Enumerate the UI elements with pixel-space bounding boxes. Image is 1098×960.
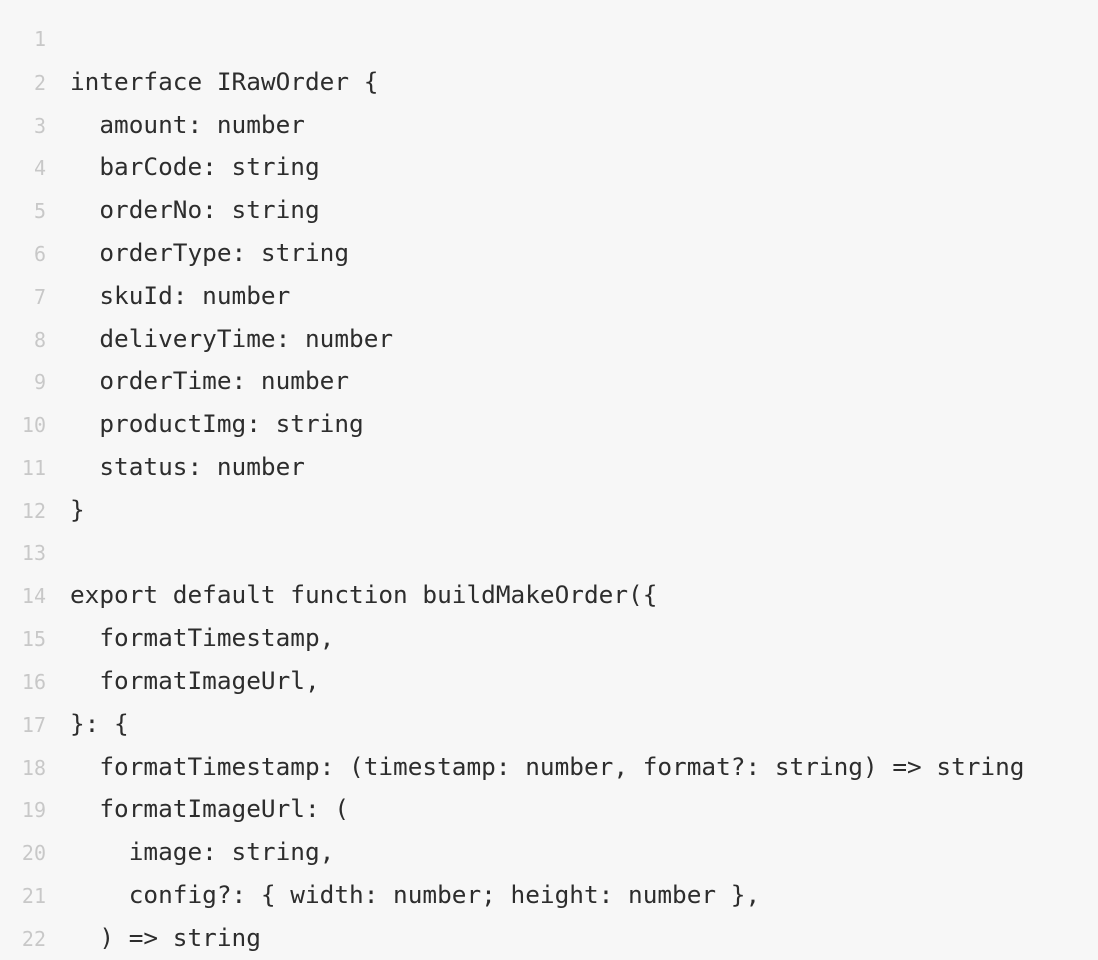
line-content[interactable]: amount: number (70, 109, 305, 139)
code-line[interactable]: 5 orderNo: string (0, 189, 1098, 232)
line-content[interactable]: orderType: string (70, 237, 350, 267)
code-line[interactable]: 19 formatImageUrl: ( (0, 788, 1098, 831)
line-content[interactable]: orderTime: number (70, 366, 350, 396)
line-content[interactable]: productImg: string (70, 409, 364, 439)
code-line[interactable]: 21 config?: { width: number; height: num… (0, 874, 1098, 917)
line-content[interactable]: config?: { width: number; height: number… (70, 879, 761, 909)
line-number: 7 (33, 284, 46, 309)
code-line[interactable]: 14 export default function buildMakeOrder… (0, 574, 1098, 617)
line-content[interactable]: orderNo: string (70, 195, 320, 225)
line-number: 22 (21, 926, 46, 951)
code-line[interactable]: 20 image: string, (0, 831, 1098, 874)
line-number: 14 (21, 584, 46, 609)
line-content[interactable]: formatImageUrl, (70, 665, 320, 695)
code-line[interactable]: 17 }: { (0, 703, 1098, 746)
code-line[interactable]: 3 amount: number (0, 104, 1098, 147)
line-number: 13 (21, 540, 46, 565)
line-number: 11 (21, 455, 46, 480)
line-content[interactable]: deliveryTime: number (70, 323, 394, 353)
line-content[interactable]: barCode: string (70, 152, 320, 182)
code-line[interactable]: 9 orderTime: number (0, 360, 1098, 403)
code-line[interactable]: 15 formatTimestamp, (0, 617, 1098, 660)
line-content[interactable]: formatTimestamp, (70, 623, 335, 653)
line-content[interactable]: status: number (70, 451, 305, 481)
code-line[interactable]: 10 productImg: string (0, 403, 1098, 446)
line-number: 21 (21, 883, 46, 908)
code-line[interactable]: 12} (0, 489, 1098, 532)
code-line[interactable]: 4 barCode: string (0, 146, 1098, 189)
line-number: 1 (33, 27, 46, 51)
line-content[interactable]: }: { (70, 708, 129, 738)
line-number: 5 (33, 199, 46, 224)
line-content[interactable]: interface IRawOrder { (70, 66, 379, 96)
code-line[interactable]: 16 formatImageUrl, (0, 660, 1098, 703)
code-line[interactable]: 13 (0, 532, 1098, 575)
code-line[interactable]: 8 deliveryTime: number (0, 318, 1098, 361)
code-line[interactable]: 11 status: number (0, 446, 1098, 489)
line-content[interactable]: export default function buildMakeOrder({ (70, 580, 658, 610)
line-content[interactable]: formatImageUrl: ( (70, 794, 350, 824)
line-number: 6 (33, 241, 46, 266)
code-line[interactable]: 6 orderType: string (0, 232, 1098, 275)
line-number: 19 (21, 798, 46, 823)
code-line[interactable]: 7 skuId: number (0, 275, 1098, 318)
line-number: 10 (21, 413, 46, 438)
line-number: 18 (21, 755, 46, 780)
line-number: 20 (21, 841, 46, 866)
code-line[interactable]: 22 ) => string (0, 917, 1098, 960)
line-number: 17 (21, 712, 46, 737)
line-content[interactable]: } (70, 494, 85, 524)
line-content[interactable]: formatTimestamp: (timestamp: number, for… (70, 751, 1025, 781)
line-number: 2 (33, 70, 46, 95)
line-number: 15 (21, 627, 46, 652)
line-number: 16 (21, 669, 46, 694)
code-line[interactable]: 18 formatTimestamp: (timestamp: number, … (0, 746, 1098, 789)
line-content[interactable]: ) => string (70, 922, 261, 952)
code-line[interactable]: 2 interface IRawOrder { (0, 61, 1098, 104)
line-number: 9 (33, 370, 46, 395)
code-line[interactable]: 1 (0, 18, 1098, 61)
line-content[interactable]: skuId: number (70, 280, 291, 310)
line-number: 3 (33, 113, 46, 138)
line-content[interactable]: image: string, (70, 837, 335, 867)
line-number: 12 (21, 498, 46, 523)
line-number: 4 (33, 156, 46, 181)
line-number: 8 (33, 327, 46, 352)
